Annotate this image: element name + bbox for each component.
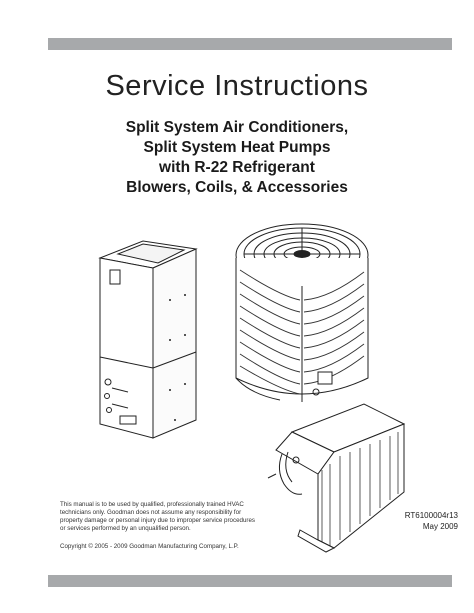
- top-rule: [48, 38, 452, 50]
- subtitle-line-2: Split System Heat Pumps: [143, 139, 331, 156]
- copyright-text: Copyright © 2005 - 2009 Goodman Manufact…: [60, 543, 239, 550]
- condensing-unit-illustration: [235, 223, 369, 402]
- disclaimer-text: This manual is to be used by qualified, …: [60, 501, 256, 532]
- document-info: RT6100004r13 May 2009: [405, 510, 458, 532]
- document-date: May 2009: [422, 522, 458, 531]
- bottom-rule: [48, 575, 452, 587]
- subtitle-line-3: with R-22 Refrigerant: [159, 159, 315, 176]
- page-title: Service Instructions: [105, 70, 369, 102]
- subtitle-block: Split System Air Conditioners, Split Sys…: [0, 118, 474, 198]
- document-number: RT6100004r13: [404, 511, 458, 520]
- subtitle-line-1: Split System Air Conditioners,: [125, 119, 349, 136]
- evaporator-coil-illustration: [267, 403, 406, 553]
- air-handler-illustration: [98, 240, 198, 439]
- subtitle-line-4: Blowers, Coils, & Accessories: [126, 179, 348, 196]
